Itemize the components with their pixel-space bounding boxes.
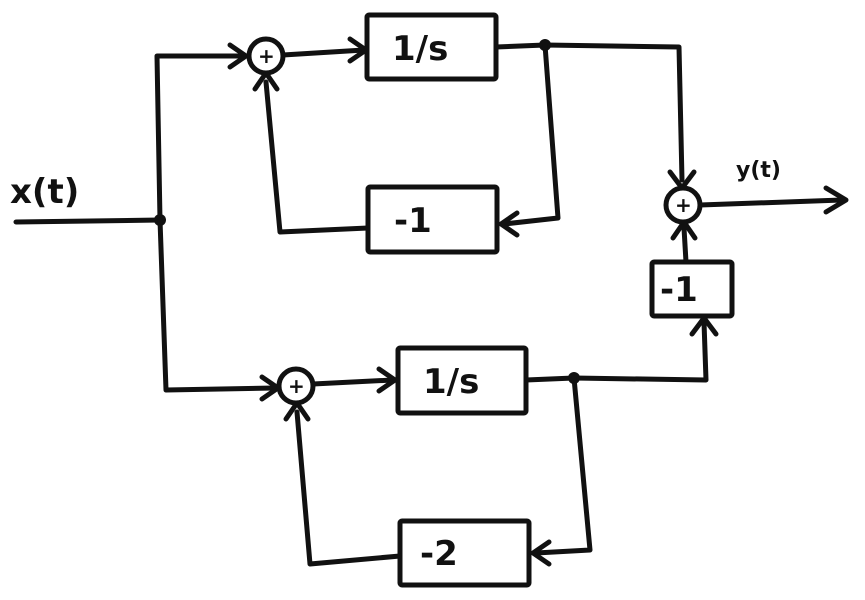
output-gain-to-summer-wire (681, 225, 689, 265)
bottom-feedback-left-wire (294, 409, 403, 567)
bottom-feedback-gain-label: -2 (420, 534, 458, 574)
bottom-feedback-gain-input-arrow (530, 539, 552, 567)
bottom-summer-feedback-arrow (283, 400, 311, 422)
output-summing-plus: + (675, 193, 692, 217)
top-feedback-gain-block (365, 184, 500, 255)
bottom-integrator-input-arrow (376, 366, 398, 394)
bottom-feedback-right-wire (533, 375, 593, 556)
top-summer-feedback-arrow (252, 70, 280, 92)
top-feedback-gain-input-arrow (498, 210, 520, 238)
top-feedback-right-wire (501, 42, 561, 227)
output-label: y(t) (736, 158, 781, 183)
input-wire (13, 217, 163, 225)
bottom-integrator-label: 1/s (423, 362, 479, 402)
top-feedback-left-wire (263, 79, 371, 235)
bottom-summing-plus: + (288, 374, 305, 398)
top-summer-to-integrator-wire (280, 47, 367, 58)
bottom-integrator-output-wire (523, 319, 709, 383)
bottom-feedback-gain-block (397, 518, 532, 588)
top-summer-input-arrow (227, 42, 249, 70)
bottom-branch-wire (157, 217, 277, 393)
output-gain-block (649, 259, 735, 319)
top-branch-wire (154, 53, 245, 223)
bottom-summer-to-integrator-wire (310, 377, 396, 387)
top-summing-plus: + (258, 44, 275, 68)
top-integrator-label: 1/s (392, 29, 448, 69)
top-integrator-output-wire (493, 42, 685, 183)
output-gain-label: -1 (660, 270, 698, 310)
output-wire (697, 197, 845, 208)
top-feedback-gain-label: -1 (394, 201, 432, 241)
output-arrowhead (823, 185, 849, 215)
input-label: x(t) (10, 172, 79, 212)
